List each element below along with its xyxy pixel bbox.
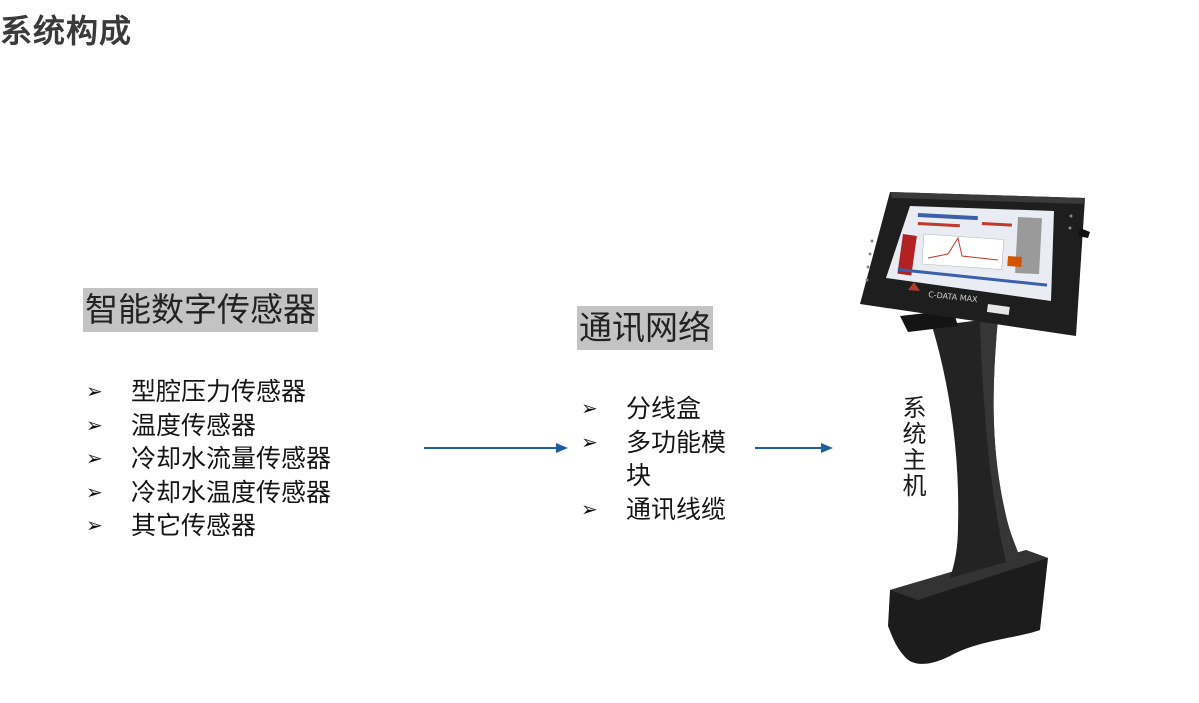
bullet-arrow-icon: ➢: [86, 476, 103, 510]
sensor-item: ➢ 型腔压力传感器: [86, 375, 331, 409]
flow-arrow-sensors-to-network: [424, 440, 570, 456]
sensor-item-label: 冷却水温度传感器: [131, 478, 331, 507]
network-item: ➢ 通讯线缆: [581, 493, 741, 527]
flow-arrow-network-to-host: [755, 440, 837, 456]
bullet-arrow-icon: ➢: [86, 375, 103, 409]
bullet-arrow-icon: ➢: [86, 509, 103, 543]
network-item-label: 通讯线缆: [626, 495, 726, 524]
bullet-arrow-icon: ➢: [581, 493, 598, 527]
sensor-item-label: 其它传感器: [131, 511, 256, 540]
network-item: ➢ 多功能模块: [581, 426, 741, 493]
sensor-item: ➢ 温度传感器: [86, 409, 331, 443]
slide-title: 系统构成: [0, 6, 132, 52]
sensor-list: ➢ 型腔压力传感器 ➢ 温度传感器 ➢ 冷却水流量传感器 ➢ 冷却水温度传感器 ➢ 其它传感器: [86, 375, 331, 543]
network-item-label: 多功能模块: [626, 428, 726, 491]
sensor-item: ➢ 其它传感器: [86, 509, 331, 543]
host-device-illustration: C-DATA MAX: [858, 186, 1093, 671]
bullet-arrow-icon: ➢: [86, 409, 103, 443]
sensor-item-label: 型腔压力传感器: [131, 377, 306, 406]
host-label: 系统主机: [895, 395, 930, 499]
sensor-item-label: 温度传感器: [131, 411, 256, 440]
network-list: ➢ 分线盒 ➢ 多功能模块 ➢ 通讯线缆: [581, 392, 741, 526]
bullet-arrow-icon: ➢: [581, 426, 598, 460]
network-item-label: 分线盒: [626, 394, 701, 423]
sensor-item: ➢ 冷却水温度传感器: [86, 476, 331, 510]
network-heading: 通讯网络: [577, 306, 713, 350]
network-item: ➢ 分线盒: [581, 392, 741, 426]
sensor-item: ➢ 冷却水流量传感器: [86, 442, 331, 476]
bullet-arrow-icon: ➢: [581, 392, 598, 426]
bullet-arrow-icon: ➢: [86, 442, 103, 476]
sensor-item-label: 冷却水流量传感器: [131, 444, 331, 473]
arrow-head: [556, 443, 568, 453]
sensors-heading: 智能数字传感器: [83, 288, 318, 332]
arrow-head: [821, 443, 833, 453]
